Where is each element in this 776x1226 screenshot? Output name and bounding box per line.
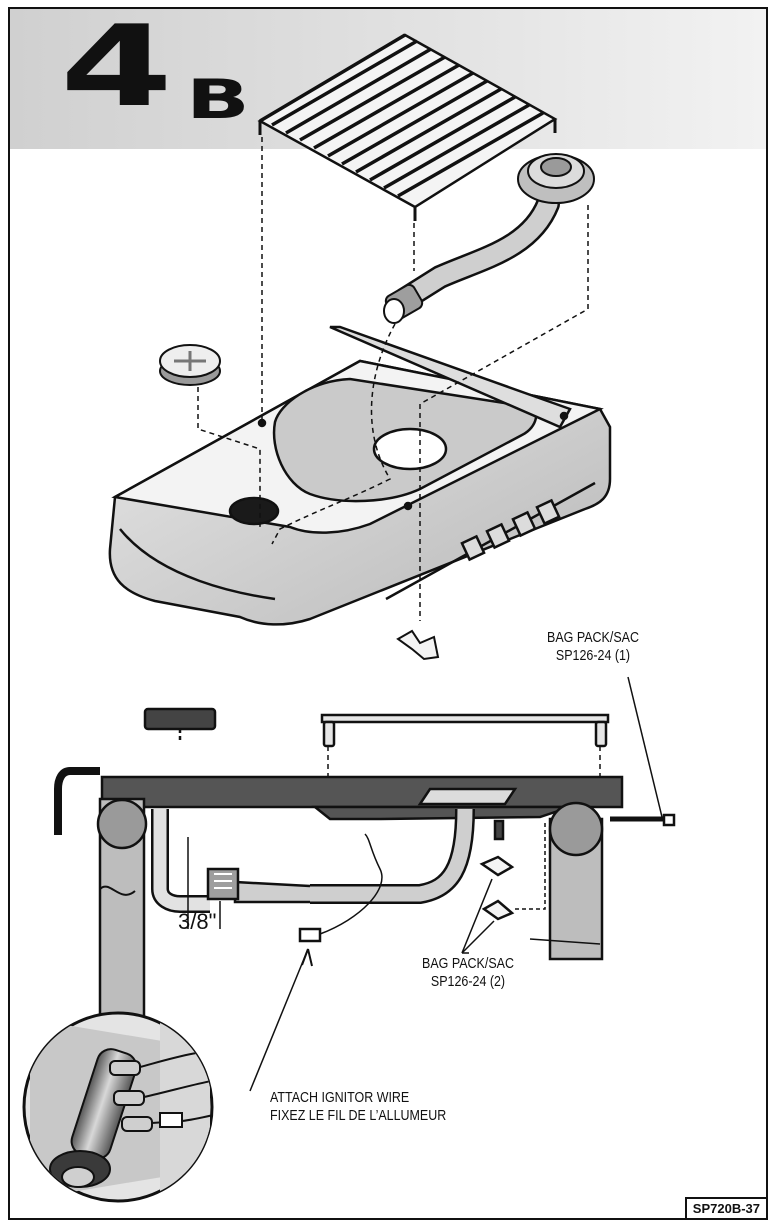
callout-leaders <box>249 676 663 1092</box>
bag-pack-2-code: SP126-24 (2) <box>430 974 506 990</box>
ignitor-instruction-fr: FIXEZ LE FIL DE L’ALLUMEUR <box>270 1108 447 1124</box>
section-view <box>54 707 676 1041</box>
bag-pack-2-title: BAG PACK/SAC <box>422 956 514 972</box>
ignitor-instruction: ATTACH IGNITOR WIRE FIXEZ LE FIL DE L’AL… <box>270 1089 528 1125</box>
control-knob <box>159 344 221 386</box>
assembly-guide-lines <box>197 137 589 621</box>
ignitor-instruction-en: ATTACH IGNITOR WIRE <box>270 1090 410 1106</box>
wing-nut <box>396 629 440 661</box>
assembly-diagram <box>22 33 676 1203</box>
side-burner-housing <box>108 325 612 626</box>
ignitor-detail-inset <box>22 1011 214 1203</box>
bag-pack-1-title: BAG PACK/SAC <box>547 630 639 646</box>
cooking-grate <box>257 33 558 221</box>
step-number: 4 <box>60 7 173 132</box>
step-letter: B <box>186 68 250 131</box>
bag-pack-2-callout: BAG PACK/SAC SP126-24 (2) <box>399 955 537 991</box>
dimension-label: 3/8" <box>178 909 217 934</box>
bag-pack-1-callout: BAG PACK/SAC SP126-24 (1) <box>524 629 662 665</box>
part-code: SP720B-37 <box>684 1197 766 1218</box>
bag-pack-1-code: SP126-24 (1) <box>555 648 631 664</box>
side-burner <box>383 153 595 324</box>
instruction-page: 4 B <box>8 7 768 1220</box>
